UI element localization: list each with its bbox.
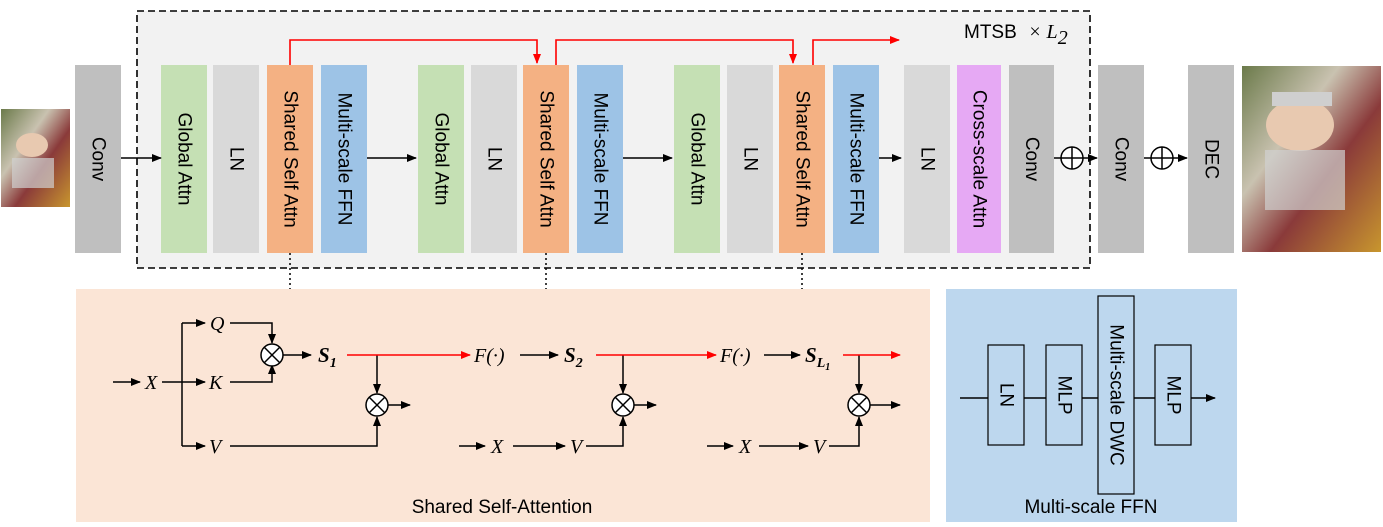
ssa-x-label-3: X [738,436,752,458]
ffn-mlp-block-2: MLP [1154,344,1192,446]
mtsb-title: MTSB × L2 [964,21,1068,49]
add-icon [1060,146,1084,170]
ffn-block-2: Multi-scale FFN [577,65,623,253]
ffn-block-3-label: Multi-scale FFN [846,92,867,225]
ffn-ln-block: LN [987,344,1025,446]
global-attn-block-1-label: Global Attn [174,113,195,206]
multiply-icon [365,393,389,417]
ffn-dwc-block-label: Multi-scale DWC [1106,324,1127,465]
ssa-s2-label: S2 [564,343,583,371]
shared-attn-red-arrows [289,36,900,65]
ffn-mlp-block-1: MLP [1045,344,1083,446]
ln-block-3: LN [727,65,773,253]
ssa-panel [76,289,930,522]
global-attn-block-2: Global Attn [418,65,464,253]
shared-attn-block-1: Shared Self Attn [267,65,313,253]
conv-in-block: Conv [75,65,121,253]
dec-block-label: DEC [1201,139,1222,179]
ffn-block-3: Multi-scale FFN [833,65,879,253]
ssa-v-label-2: V [570,436,585,458]
ssa-x-label: X [144,372,158,394]
conv-tail-block: Conv [1009,65,1054,253]
ssa-caption: Shared Self-Attention [412,497,593,518]
ssa-k-label: K [208,372,224,394]
ln-block-2-label: LN [484,147,505,171]
shared-attn-block-2: Shared Self Attn [523,65,569,253]
ssa-v-label-3: V [813,436,828,458]
conv-out-block-label: Conv [1111,137,1132,182]
ssa-x-label-2: X [490,436,504,458]
shared-attn-block-3-label: Shared Self Attn [792,90,813,227]
ln-block-3-label: LN [740,147,761,171]
conv-tail-block-label: Conv [1021,137,1042,182]
ffn-block-2-label: Multi-scale FFN [590,92,611,225]
ffn-block-1: Multi-scale FFN [321,65,367,253]
global-attn-block-1: Global Attn [161,65,207,253]
input-image-icon [1,109,70,207]
ln-block-1-label: LN [226,147,247,171]
shared-attn-block-2-label: Shared Self Attn [536,90,557,227]
ssa-sl-label: SL1 [805,343,830,373]
ln-block-4: LN [904,65,950,253]
dec-block: DEC [1188,65,1234,253]
ffn-block-1-label: Multi-scale FFN [334,92,355,225]
ssa-f-label-1: F(·) [473,345,505,367]
shared-attn-block-3: Shared Self Attn [779,65,825,253]
global-attn-block-2-label: Global Attn [431,113,452,206]
shared-attn-block-1-label: Shared Self Attn [280,90,301,227]
add-icon [1150,146,1174,170]
ffn-mlp-block-2-label: MLP [1163,375,1184,414]
multiply-icon [260,343,284,367]
ssa-labels: X Q K V S1 F(·) S2 X V F(·) SL1 X V [144,313,830,458]
cross-attn-block: Cross-scale Attn [957,65,1001,253]
ssa-lines [113,319,901,450]
ffn-mlp-block-1-label: MLP [1054,375,1075,414]
ffn-caption: Multi-scale FFN [1024,497,1157,518]
ssa-f-label-2: F(·) [719,345,751,367]
cross-attn-block-label: Cross-scale Attn [969,90,990,228]
output-image-icon [1242,66,1381,252]
ssa-q-label: Q [210,313,225,335]
ffn-ln-block-label: LN [996,383,1017,407]
multiply-icon [847,393,871,417]
global-attn-block-3-label: Global Attn [687,113,708,206]
global-attn-block-3: Global Attn [674,65,720,253]
ssa-v-label: V [209,436,224,458]
ffn-dwc-block: Multi-scale DWC [1097,295,1135,495]
ln-block-1: LN [213,65,259,253]
ln-block-4-label: LN [917,147,938,171]
multiply-icon [611,393,635,417]
ssa-s1-label: S1 [318,343,337,371]
ln-block-2: LN [471,65,517,253]
conv-out-block: Conv [1098,65,1144,253]
conv-in-block-label: Conv [88,137,109,182]
